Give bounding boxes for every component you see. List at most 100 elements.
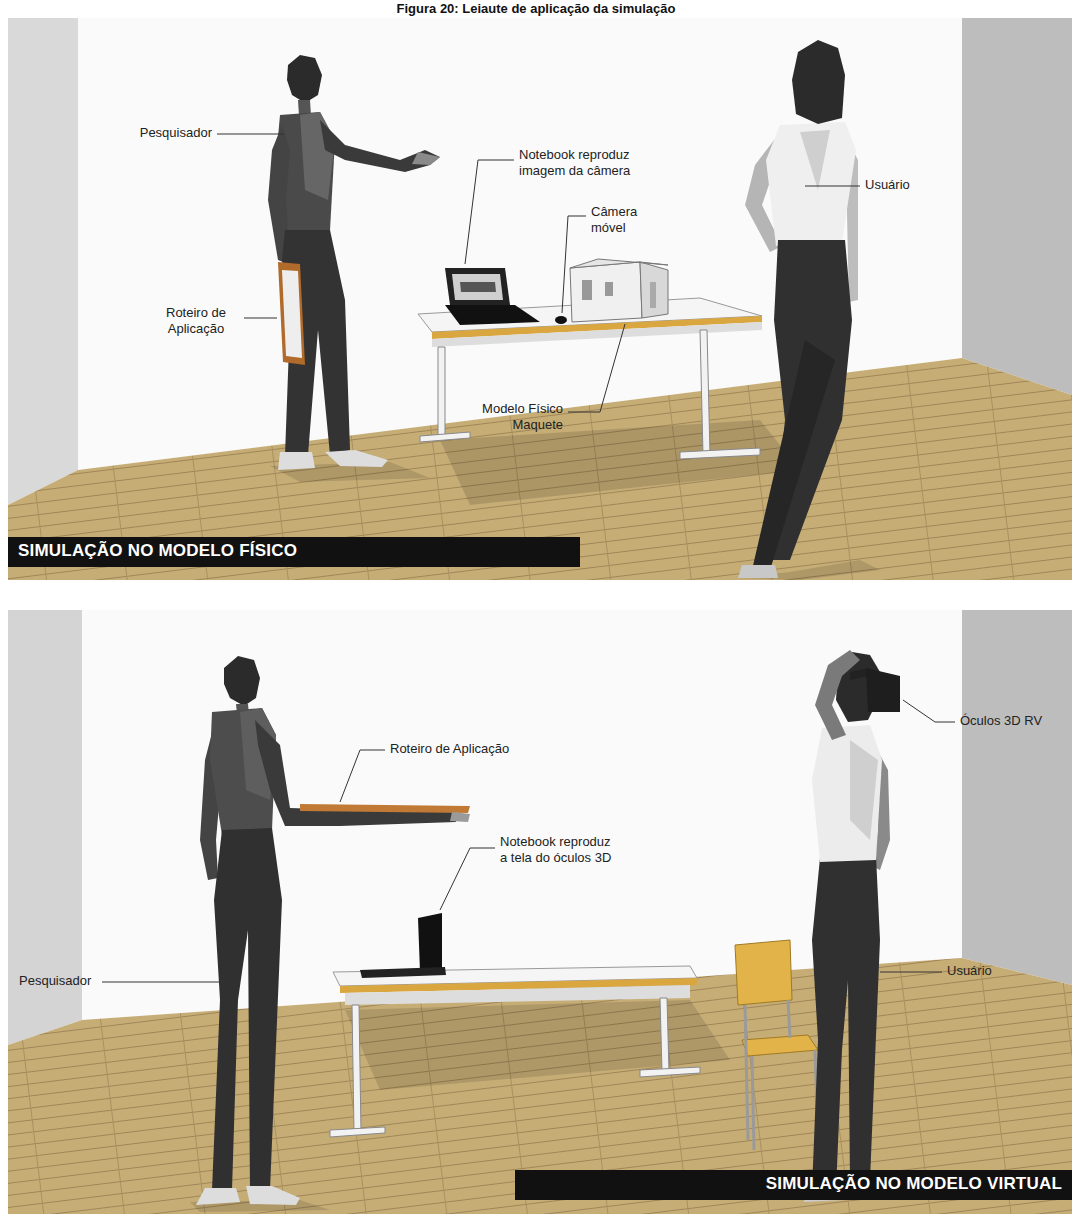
leader-line — [440, 848, 495, 910]
physical-room — [8, 358, 1072, 580]
user-figure — [812, 725, 882, 862]
laptop — [445, 305, 540, 325]
researcher-figure — [300, 804, 470, 813]
researcher-figure — [450, 812, 470, 822]
researcher-figure — [268, 55, 440, 470]
researcher-figure — [196, 1188, 240, 1205]
laptop — [445, 268, 510, 305]
physical-model — [582, 280, 592, 300]
user-figure — [804, 650, 900, 1202]
callout-label: Usuário — [862, 176, 942, 194]
figure-title: Figura 20: Leiaute de aplicação da simul… — [0, 1, 1072, 16]
researcher-figure — [320, 120, 440, 172]
callout-label: Pesquisador — [16, 972, 104, 990]
user-figure — [738, 40, 858, 578]
virtual-room — [8, 958, 1072, 1214]
physical-model — [570, 259, 668, 268]
user-figure — [752, 340, 835, 570]
laptop — [360, 967, 446, 978]
table — [352, 1005, 361, 1132]
virtual-room — [962, 610, 1072, 985]
physical-model — [570, 259, 668, 322]
researcher-figure — [300, 112, 335, 200]
table — [345, 985, 690, 1005]
table — [438, 347, 445, 438]
chair — [752, 1056, 754, 1150]
leader-line — [244, 318, 277, 319]
table — [700, 330, 710, 455]
laptop — [418, 913, 442, 972]
user-figure — [850, 668, 868, 680]
user-figure — [850, 740, 878, 840]
laptop — [445, 268, 540, 325]
leader-line — [102, 982, 226, 983]
laptop — [460, 282, 496, 292]
user-figure — [815, 650, 860, 740]
callout-label: Óculos 3D RV — [957, 712, 1062, 730]
leader-line — [102, 700, 955, 982]
table — [418, 298, 762, 459]
caption-band: SIMULAÇÃO NO MODELO VIRTUAL — [515, 1170, 1072, 1200]
leader-line — [465, 160, 514, 264]
researcher-figure — [325, 450, 388, 467]
researcher-figure — [224, 656, 260, 706]
user-figure — [812, 856, 880, 1190]
user-figure — [866, 668, 900, 712]
researcher-figure — [412, 152, 440, 165]
chair — [745, 1005, 748, 1140]
table — [432, 322, 762, 347]
chair — [742, 1035, 818, 1056]
leader-line — [562, 216, 586, 313]
user-figure — [792, 40, 845, 124]
leader-line — [568, 324, 625, 412]
caption-band: SIMULAÇÃO NO MODELO FÍSICO — [8, 537, 580, 567]
callout-label: Pesquisador — [133, 124, 215, 142]
physical-room — [8, 18, 1072, 580]
band-title: SIMULAÇÃO NO MODELO FÍSICO — [8, 537, 580, 565]
table — [330, 1127, 385, 1137]
researcher-figure — [212, 828, 282, 1190]
researcher-figure — [282, 270, 302, 358]
physical-model — [650, 282, 656, 308]
leader-line — [805, 186, 860, 187]
chair — [735, 940, 792, 1005]
callout-label: Notebook reproduz a tela do óculos 3D — [497, 833, 622, 868]
floor-shadow — [440, 420, 800, 505]
leader-line — [903, 700, 955, 722]
researcher-figure — [287, 55, 322, 103]
physical-model — [570, 262, 642, 322]
virtual-room — [8, 610, 1072, 1214]
chair — [735, 940, 818, 1150]
user-figure — [738, 565, 778, 578]
researcher-figure — [278, 262, 305, 365]
chair — [745, 1000, 818, 1150]
callout-label: Usuário — [944, 962, 1024, 980]
researcher-figure — [246, 1186, 300, 1205]
floor-shadow — [345, 1000, 730, 1090]
table — [640, 1067, 700, 1077]
leader-line — [340, 750, 385, 802]
researcher-figure — [196, 656, 470, 1205]
callout-label: Roteiro de Aplicação — [150, 304, 242, 339]
physical-room — [8, 18, 78, 505]
leader-line — [880, 972, 942, 973]
callout-label: Roteiro de Aplicação — [387, 740, 557, 758]
table — [680, 448, 760, 459]
camera — [555, 316, 567, 324]
physical-room — [962, 18, 1072, 395]
chair — [788, 1000, 790, 1038]
callout-label: Modelo Físico Maquete — [470, 400, 566, 435]
user-figure — [766, 122, 856, 246]
laptop — [360, 913, 446, 978]
researcher-figure — [278, 452, 315, 470]
table — [420, 432, 470, 442]
user-figure — [800, 130, 830, 190]
table — [660, 998, 669, 1072]
laptop — [452, 274, 503, 300]
callout-label: Câmera móvel — [588, 203, 648, 238]
callout-label: Notebook reproduz imagem da câmera — [516, 146, 641, 181]
physical-model — [605, 282, 613, 296]
band-title: SIMULAÇÃO NO MODELO VIRTUAL — [515, 1170, 1072, 1198]
